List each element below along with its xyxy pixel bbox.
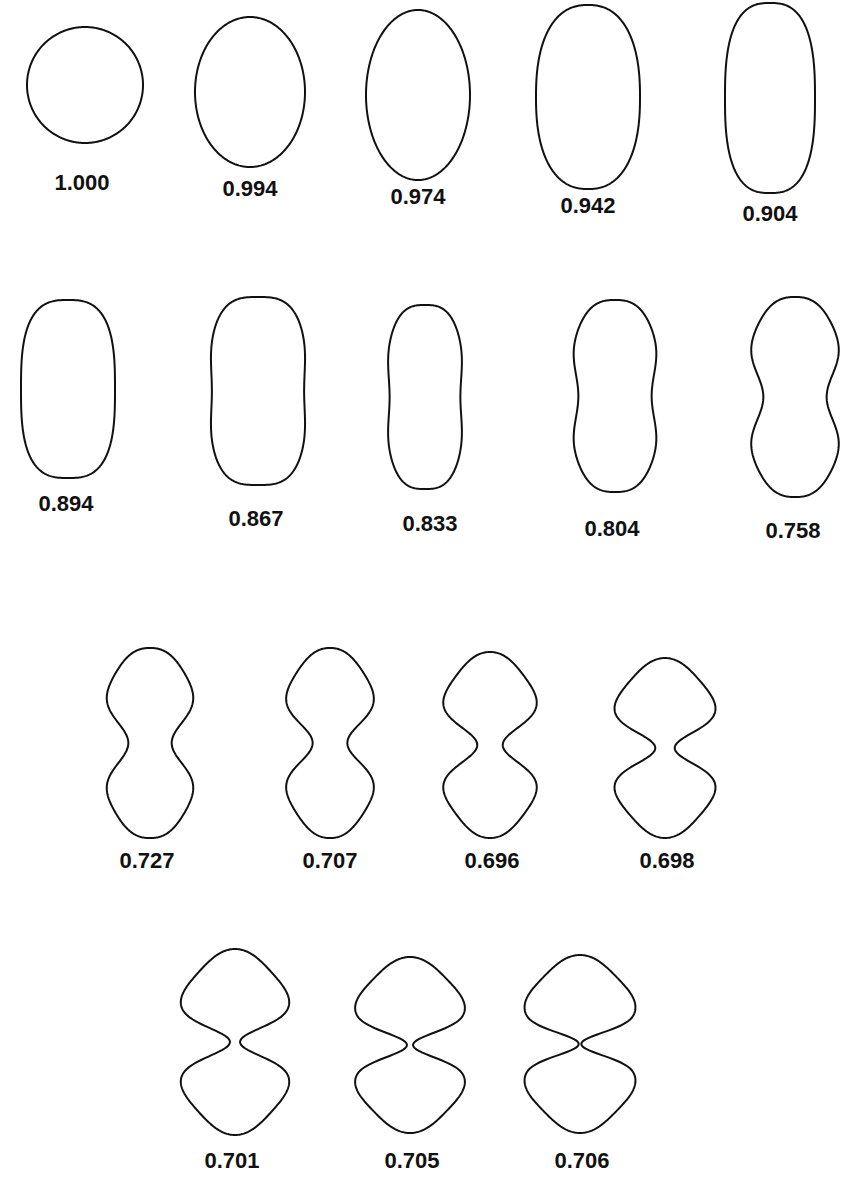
ratio-label: 0.701	[204, 1150, 259, 1172]
ratio-label: 0.696	[464, 850, 519, 872]
drop-outline	[286, 648, 374, 838]
drop-outline	[27, 27, 143, 143]
drop-outline	[366, 10, 470, 180]
ratio-label: 0.698	[639, 850, 694, 872]
ratio-label: 0.867	[228, 508, 283, 530]
ratio-label: 0.706	[554, 1150, 609, 1172]
drop-outline	[751, 297, 839, 497]
ratio-label: 0.942	[560, 195, 615, 217]
drop-outline	[355, 957, 465, 1133]
ratio-label: 0.727	[119, 850, 174, 872]
ratio-label: 0.833	[402, 513, 457, 535]
drop-outline	[443, 652, 537, 838]
ratio-label: 0.904	[742, 203, 797, 225]
ratio-label: 1.000	[54, 172, 109, 194]
drop-outline	[211, 297, 305, 485]
drop-outline	[107, 648, 193, 838]
drop-outline	[195, 17, 305, 167]
ratio-label: 0.705	[384, 1150, 439, 1172]
drop-outline	[388, 305, 462, 489]
ratio-label: 0.758	[765, 520, 820, 542]
ratio-label: 0.894	[38, 493, 93, 515]
drop-outline	[181, 949, 289, 1135]
ratio-label: 0.994	[222, 178, 277, 200]
ratio-label: 0.804	[584, 518, 639, 540]
drop-outline	[21, 300, 115, 478]
drop-outline	[725, 3, 815, 193]
ratio-label: 0.974	[390, 186, 445, 208]
drop-outline	[574, 300, 657, 492]
ratio-label: 0.707	[302, 850, 357, 872]
drop-outline	[525, 955, 636, 1133]
drop-outline	[536, 5, 640, 189]
drop-outline	[615, 658, 716, 838]
